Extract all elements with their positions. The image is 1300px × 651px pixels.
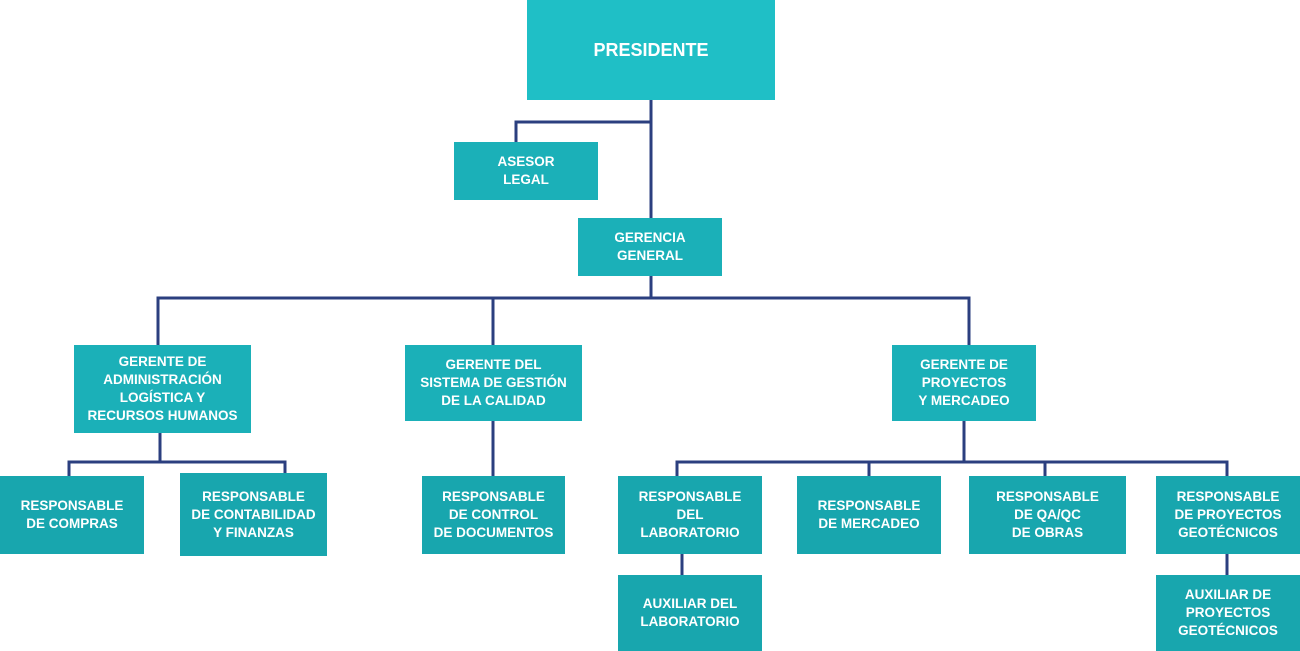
presidente-box[interactable]: PRESIDENTE [527,0,775,100]
responsable-geotecnicos-box[interactable]: RESPONSABLE DE PROYECTOS GEOTÉCNICOS [1156,476,1300,554]
gerente-administracion-box[interactable]: GERENTE DE ADMINISTRACIÓN LOGÍSTICA Y RE… [74,345,251,433]
link-asesor-legal [514,120,653,144]
gerente-proyectos-box[interactable]: GERENTE DE PROYECTOS Y MERCADEO [892,345,1036,421]
link-proyectos-children [675,419,1229,478]
responsable-qaqc-box[interactable]: RESPONSABLE DE QA/QC DE OBRAS [969,476,1126,554]
link-admin-children [67,431,287,478]
gerente-calidad-box[interactable]: GERENTE DEL SISTEMA DE GESTIÓN DE LA CAL… [405,345,582,421]
responsable-compras-box[interactable]: RESPONSABLE DE COMPRAS [0,476,144,554]
asesor-legal-box[interactable]: ASESOR LEGAL [454,142,598,200]
responsable-laboratorio-box[interactable]: RESPONSABLE DEL LABORATORIO [618,476,762,554]
responsable-mercadeo-box[interactable]: RESPONSABLE DE MERCADEO [797,476,941,554]
gerencia-general-box[interactable]: GERENCIA GENERAL [578,218,722,276]
auxiliar-geotecnicos-box[interactable]: AUXILIAR DE PROYECTOS GEOTÉCNICOS [1156,575,1300,651]
responsable-control-documentos-box[interactable]: RESPONSABLE DE CONTROL DE DOCUMENTOS [422,476,565,554]
responsable-contabilidad-box[interactable]: RESPONSABLE DE CONTABILIDAD Y FINANZAS [180,473,327,556]
auxiliar-laboratorio-box[interactable]: AUXILIAR DEL LABORATORIO [618,575,762,651]
